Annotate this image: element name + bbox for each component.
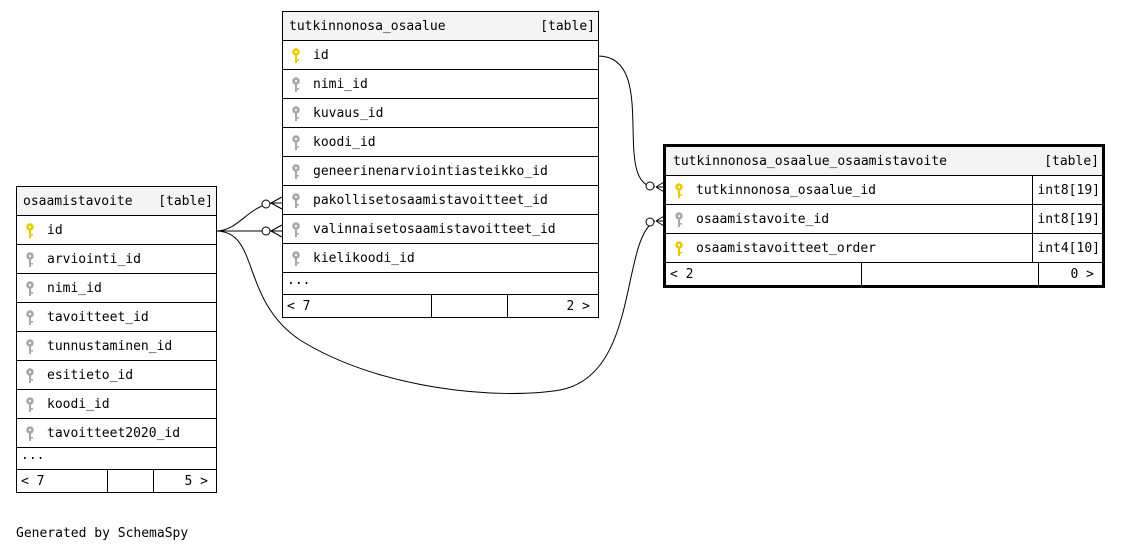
column-row[interactable]: id: [17, 216, 216, 245]
table-footer: < 7 2 >: [283, 295, 598, 317]
column-name: osaamistavoite_id: [696, 211, 830, 227]
table-tutkinnonosa-osaalue-osaamistavoite[interactable]: tutkinnonosa_osaalue_osaamistavoite [tab…: [663, 144, 1105, 288]
children-count[interactable]: 2 >: [507, 295, 598, 317]
column-type: int8[19]: [1032, 176, 1102, 204]
column-row[interactable]: geneerinenarviointiasteikko_id: [283, 157, 598, 186]
primary-key-icon: [674, 183, 684, 199]
table-header: tutkinnonosa_osaalue [table]: [283, 12, 598, 41]
column-name: kielikoodi_id: [313, 250, 415, 266]
generated-by-credit: Generated by SchemaSpy: [16, 526, 189, 541]
primary-key-icon: [291, 48, 301, 64]
relation-osaalue-id: [597, 55, 656, 188]
table-name: tutkinnonosa_osaalue_osaamistavoite: [673, 153, 947, 169]
table-footer: < 2 0 >: [666, 263, 1102, 285]
foreign-key-icon: [25, 252, 35, 268]
optional-marker: [645, 217, 655, 227]
column-name: nimi_id: [47, 280, 102, 296]
table-header: osaamistavoite [table]: [17, 187, 216, 216]
foreign-key-icon: [291, 77, 301, 93]
relation-osaamistavoite-id: [215, 220, 656, 394]
column-type: int4[10]: [1032, 234, 1102, 262]
column-row[interactable]: nimi_id: [17, 274, 216, 303]
table-name: tutkinnonosa_osaalue: [289, 18, 446, 34]
column-row[interactable]: tavoitteet2020_id: [17, 419, 216, 448]
table-footer: < 7 5 >: [17, 470, 216, 492]
column-row[interactable]: tutkinnonosa_osaalue_id int8[19]: [666, 176, 1102, 205]
column-row[interactable]: nimi_id: [283, 70, 598, 99]
column-name: id: [313, 47, 329, 63]
column-row[interactable]: kuvaus_id: [283, 99, 598, 128]
column-row[interactable]: esitieto_id: [17, 361, 216, 390]
column-name: tavoitteet_id: [47, 309, 149, 325]
column-name: arviointi_id: [47, 251, 141, 267]
table-type-tag: [table]: [540, 18, 595, 34]
children-count[interactable]: 0 >: [1038, 263, 1102, 285]
foreign-key-icon: [25, 310, 35, 326]
foreign-key-icon: [674, 212, 684, 228]
column-name: pakollisetosaamistavoitteet_id: [313, 192, 548, 208]
column-row[interactable]: id: [283, 41, 598, 70]
column-row[interactable]: koodi_id: [17, 390, 216, 419]
table-type-tag: [table]: [1044, 153, 1099, 169]
column-name: valinnaisetosaamistavoitteet_id: [313, 221, 556, 237]
foreign-key-icon: [291, 164, 301, 180]
footer-spacer: [107, 470, 153, 492]
table-header: tutkinnonosa_osaalue_osaamistavoite [tab…: [666, 147, 1102, 176]
column-name: nimi_id: [313, 76, 368, 92]
children-count[interactable]: 5 >: [153, 470, 216, 492]
foreign-key-icon: [25, 397, 35, 413]
foreign-key-icon: [25, 426, 35, 442]
table-name: osaamistavoite: [23, 193, 133, 209]
column-row[interactable]: valinnaisetosaamistavoitteet_id: [283, 215, 598, 244]
parents-count[interactable]: < 2: [670, 266, 694, 282]
parents-count[interactable]: < 7: [287, 298, 311, 314]
parents-count[interactable]: < 7: [21, 473, 45, 489]
column-name: esitieto_id: [47, 367, 134, 383]
foreign-key-icon: [291, 251, 301, 267]
optional-marker: [261, 199, 271, 209]
column-type: int8[19]: [1032, 205, 1102, 233]
column-name: tunnustaminen_id: [47, 338, 173, 354]
optional-marker: [645, 181, 655, 191]
column-row[interactable]: pakollisetosaamistavoitteet_id: [283, 186, 598, 215]
column-row[interactable]: kielikoodi_id: [283, 244, 598, 273]
more-columns: ...: [283, 273, 598, 295]
column-name: geneerinenarviointiasteikko_id: [313, 163, 548, 179]
foreign-key-icon: [291, 193, 301, 209]
column-name: id: [47, 222, 63, 238]
column-name: tutkinnonosa_osaalue_id: [696, 182, 877, 198]
column-row[interactable]: koodi_id: [283, 128, 598, 157]
table-type-tag: [table]: [158, 193, 213, 209]
foreign-key-icon: [25, 339, 35, 355]
foreign-key-icon: [291, 135, 301, 151]
column-row[interactable]: tavoitteet_id: [17, 303, 216, 332]
column-row[interactable]: osaamistavoite_id int8[19]: [666, 205, 1102, 234]
primary-key-icon: [25, 223, 35, 239]
more-columns: ...: [17, 448, 216, 470]
column-name: osaamistavoitteet_order: [696, 240, 877, 256]
column-name: koodi_id: [47, 396, 110, 412]
footer-spacer: [861, 263, 1038, 285]
optional-marker: [261, 226, 271, 236]
foreign-key-icon: [291, 222, 301, 238]
column-row[interactable]: arviointi_id: [17, 245, 216, 274]
column-row[interactable]: osaamistavoitteet_order int4[10]: [666, 234, 1102, 263]
column-name: tavoitteet2020_id: [47, 425, 181, 441]
column-name: koodi_id: [313, 134, 376, 150]
column-name: kuvaus_id: [313, 105, 384, 121]
foreign-key-icon: [25, 368, 35, 384]
column-row[interactable]: tunnustaminen_id: [17, 332, 216, 361]
foreign-key-icon: [291, 106, 301, 122]
footer-spacer: [431, 295, 507, 317]
foreign-key-icon: [25, 281, 35, 297]
primary-key-icon: [674, 241, 684, 257]
